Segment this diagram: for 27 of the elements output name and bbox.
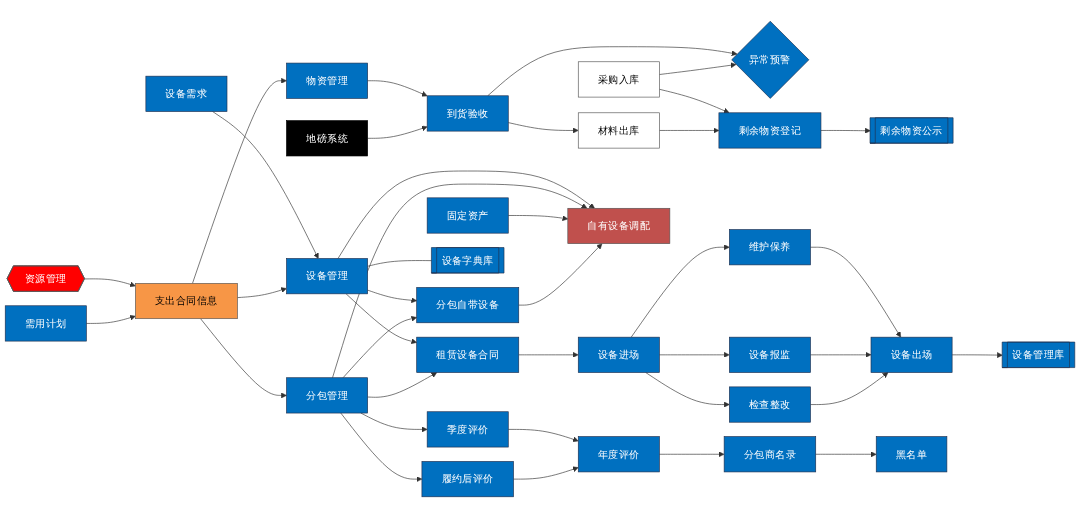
- node-box: 设备进场: [577, 336, 660, 373]
- node-box: 分包自带设备: [416, 287, 520, 324]
- node-box: 季度评价: [426, 411, 509, 448]
- node-box: 分包管理: [286, 377, 368, 414]
- node-box: 到货验收: [426, 95, 509, 132]
- node-diamond: 异常预警: [731, 20, 810, 99]
- node-box: 设备出场: [870, 336, 953, 373]
- node-box: 自有设备调配: [567, 207, 671, 244]
- node-box: 黑名单: [875, 436, 948, 473]
- node-box: 履约后评价: [421, 461, 514, 498]
- node-box: 设备管理: [286, 258, 368, 295]
- node-box: 维护保养: [729, 229, 811, 266]
- node-box: 材料出库: [577, 112, 660, 149]
- node-box: 分包商名录: [723, 436, 817, 473]
- node-box: 支出合同信息: [135, 283, 238, 319]
- node-box: 采购入库: [577, 61, 660, 98]
- node-box: 年度评价: [577, 436, 660, 473]
- node-box: 剩余物资登记: [718, 112, 822, 149]
- node-box: 地磅系统: [286, 120, 368, 157]
- node-box: 物资管理: [286, 62, 368, 99]
- node-box: 租赁设备合同: [416, 336, 520, 373]
- connector: [367, 260, 433, 267]
- node-box: 设备需求: [145, 75, 228, 112]
- node-box: 需用计划: [4, 305, 87, 342]
- node-box: 固定资产: [426, 197, 509, 234]
- node-box: 检查整改: [729, 386, 811, 423]
- node-box: 设备报监: [729, 336, 811, 373]
